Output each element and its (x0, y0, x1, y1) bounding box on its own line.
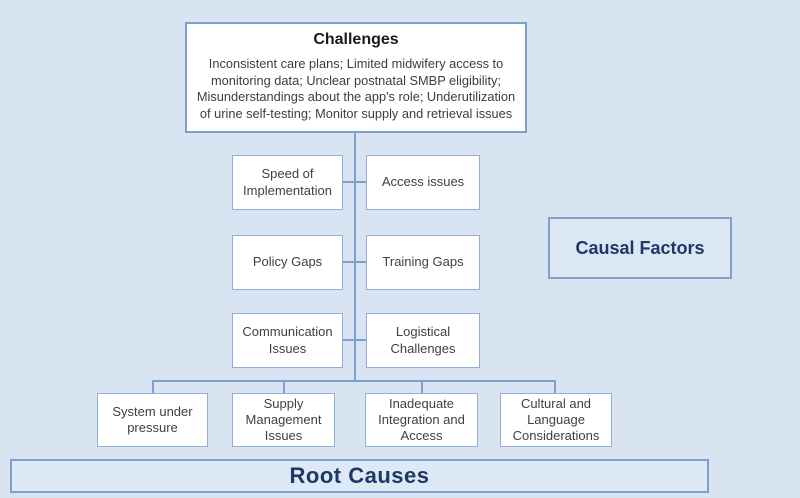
root-cause-box-cultural-language: Cultural and Language Considerations (500, 393, 612, 447)
connector-row-1 (343, 181, 366, 183)
root-cause-box-inadequate-integration: Inadequate Integration and Access (365, 393, 478, 447)
factor-box-training-gaps: Training Gaps (366, 235, 480, 290)
root-cause-box-system-under-pressure: System under pressure (97, 393, 208, 447)
root-causes-band: Root Causes (10, 459, 709, 493)
connector-row-3 (343, 339, 366, 341)
connector-drop-4 (554, 380, 556, 393)
challenges-box: Challenges Inconsistent care plans; Limi… (185, 22, 527, 133)
factor-box-speed-of-implementation: Speed of Implementation (232, 155, 343, 210)
factor-box-policy-gaps: Policy Gaps (232, 235, 343, 290)
root-cause-box-supply-management-issues: Supply Management Issues (232, 393, 335, 447)
connector-drop-2 (283, 380, 285, 393)
challenges-title: Challenges (313, 31, 399, 48)
causal-factors-label-box: Causal Factors (548, 217, 732, 279)
connector-drop-3 (421, 380, 423, 393)
factor-box-logistical-challenges: Logistical Challenges (366, 313, 480, 368)
connector-drop-1 (152, 380, 154, 393)
factor-box-communication-issues: Communication Issues (232, 313, 343, 368)
connector-distribution-line (152, 380, 556, 382)
connector-row-2 (343, 261, 366, 263)
connector-central-spine (354, 133, 356, 381)
challenges-body: Inconsistent care plans; Limited midwife… (196, 56, 516, 121)
factor-box-access-issues: Access issues (366, 155, 480, 210)
